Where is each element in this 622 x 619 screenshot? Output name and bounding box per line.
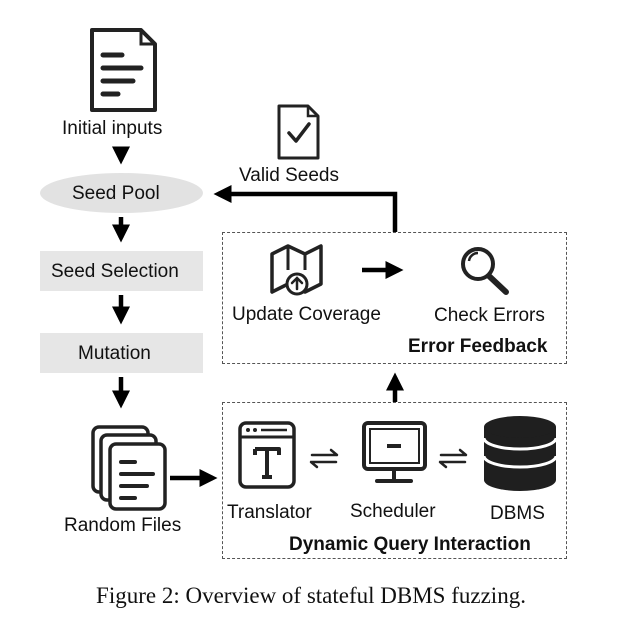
- initial-inputs-label: Initial inputs: [62, 118, 163, 139]
- figure-caption: Figure 2: Overview of stateful DBMS fuzz…: [96, 583, 526, 608]
- check-errors-label: Check Errors: [434, 305, 545, 326]
- mutation-node: [40, 333, 203, 373]
- error-feedback-title: Error Feedback: [408, 336, 548, 357]
- random-files-label: Random Files: [64, 515, 182, 536]
- seed-selection-label: Seed Selection: [51, 261, 179, 282]
- map-coverage-icon: [270, 244, 323, 296]
- flow-arrows: [112, 146, 404, 487]
- translator-label: Translator: [227, 502, 312, 523]
- dynamic-query-interaction-title: Dynamic Query Interaction: [289, 534, 531, 555]
- magnifier-icon: [461, 247, 509, 295]
- bidirectional-arrows: [309, 448, 468, 469]
- files-stack-icon: [91, 425, 167, 511]
- seed-pool-node: [40, 173, 203, 213]
- seed-pool-label: Seed Pool: [72, 183, 160, 204]
- database-icon: [482, 416, 558, 491]
- mutation-label: Mutation: [78, 343, 151, 364]
- seed-selection-node: [40, 251, 203, 291]
- translator-icon: [238, 421, 296, 489]
- error-feedback-group: [222, 232, 567, 364]
- document-icon: [90, 28, 157, 112]
- scheduler-label: Scheduler: [350, 501, 436, 522]
- update-coverage-label: Update Coverage: [232, 304, 381, 325]
- checked-document-icon: [277, 104, 320, 160]
- valid-seeds-label: Valid Seeds: [239, 165, 339, 186]
- dynamic-query-interaction-group: [222, 402, 567, 559]
- dbms-label: DBMS: [490, 503, 545, 524]
- monitor-icon: [362, 421, 427, 483]
